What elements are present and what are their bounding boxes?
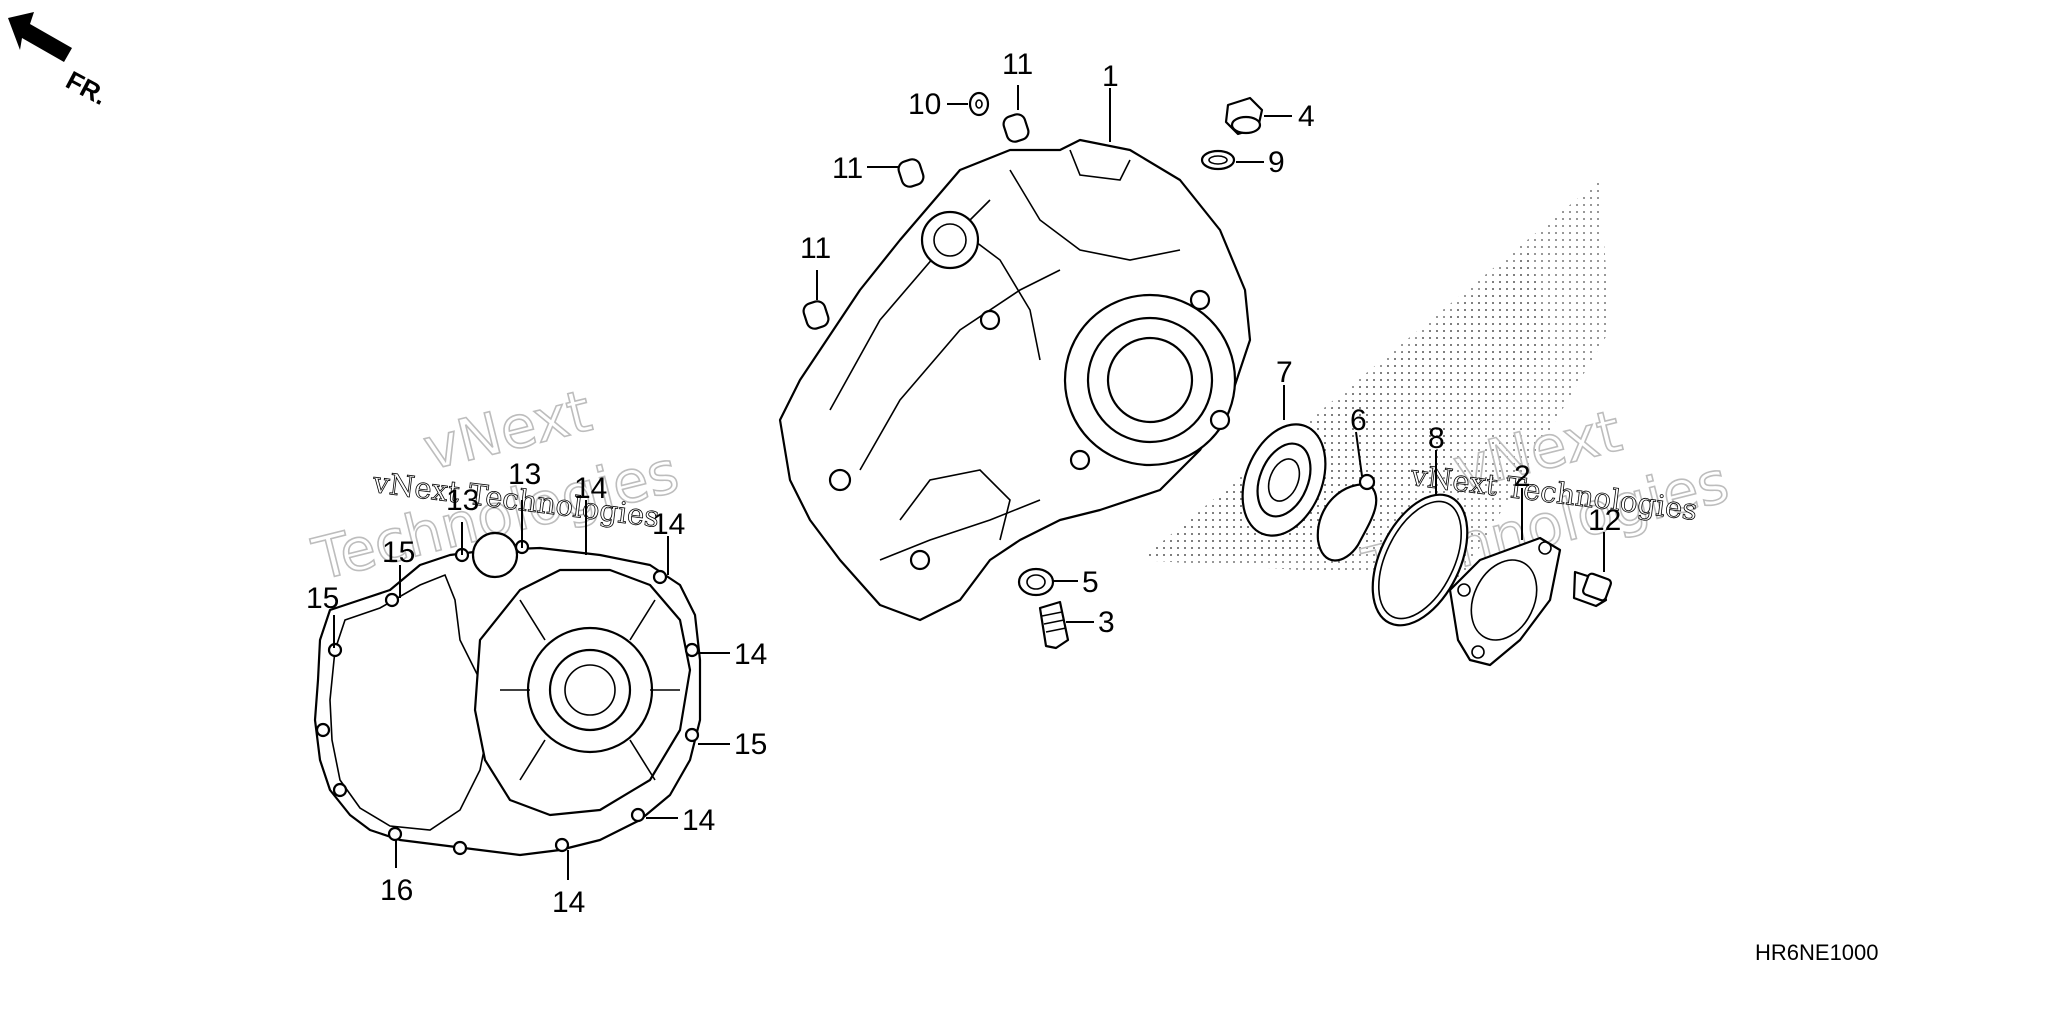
callout-12: 12 [1588,504,1621,537]
seal-5 [1017,567,1055,597]
breather-3 [1038,600,1070,650]
callout-5: 5 [1082,566,1099,599]
o-ring-8 [1371,493,1469,627]
callout-15-left: 15 [306,582,339,615]
callout-15-right: 15 [734,728,767,761]
callout-3: 3 [1098,606,1115,639]
cover-plate-2 [1448,536,1562,667]
callout-6: 6 [1350,404,1367,437]
callouts: 1 2 3 4 5 6 7 8 9 10 11 11 11 12 13 13 1… [306,48,1621,919]
callout-2: 2 [1514,460,1531,493]
callout-8: 8 [1428,422,1445,455]
circlip-6 [1316,473,1378,562]
callout-14-bottom-right: 14 [682,804,715,837]
front-arrow-icon: FR. [8,12,112,111]
callout-1: 1 [1102,60,1119,93]
callout-14-bottom: 14 [552,886,585,919]
bearing-7 [1241,423,1327,537]
main-case [778,138,1252,622]
washer-10 [968,91,990,117]
dowel-pin-middle [897,158,925,188]
callout-11-lower: 11 [800,232,831,265]
dowel-pin-lower [802,300,830,330]
o-ring-9 [1200,149,1236,171]
callout-10: 10 [908,88,941,121]
callout-4: 4 [1298,100,1315,133]
callout-11-middle: 11 [832,152,863,185]
bolt-12 [1572,570,1613,608]
front-direction-label: FR. [61,65,112,111]
callout-15-top: 15 [382,536,415,569]
dowel-pin-upper [1002,113,1030,143]
drain-plug-4 [1224,96,1264,136]
side-cover [313,531,702,857]
diagram-code: HR6NE1000 [1755,940,1879,965]
callout-14-right: 14 [734,638,767,671]
callout-7: 7 [1276,356,1293,389]
callout-16: 16 [380,874,413,907]
callout-11-upper: 11 [1002,48,1033,81]
callout-14-top: 14 [574,472,607,505]
callout-13-left: 13 [446,484,479,517]
callout-13-right: 13 [508,458,541,491]
callout-9: 9 [1268,146,1285,179]
leader-lines [333,85,1605,880]
callout-14-top-right: 14 [652,508,685,541]
